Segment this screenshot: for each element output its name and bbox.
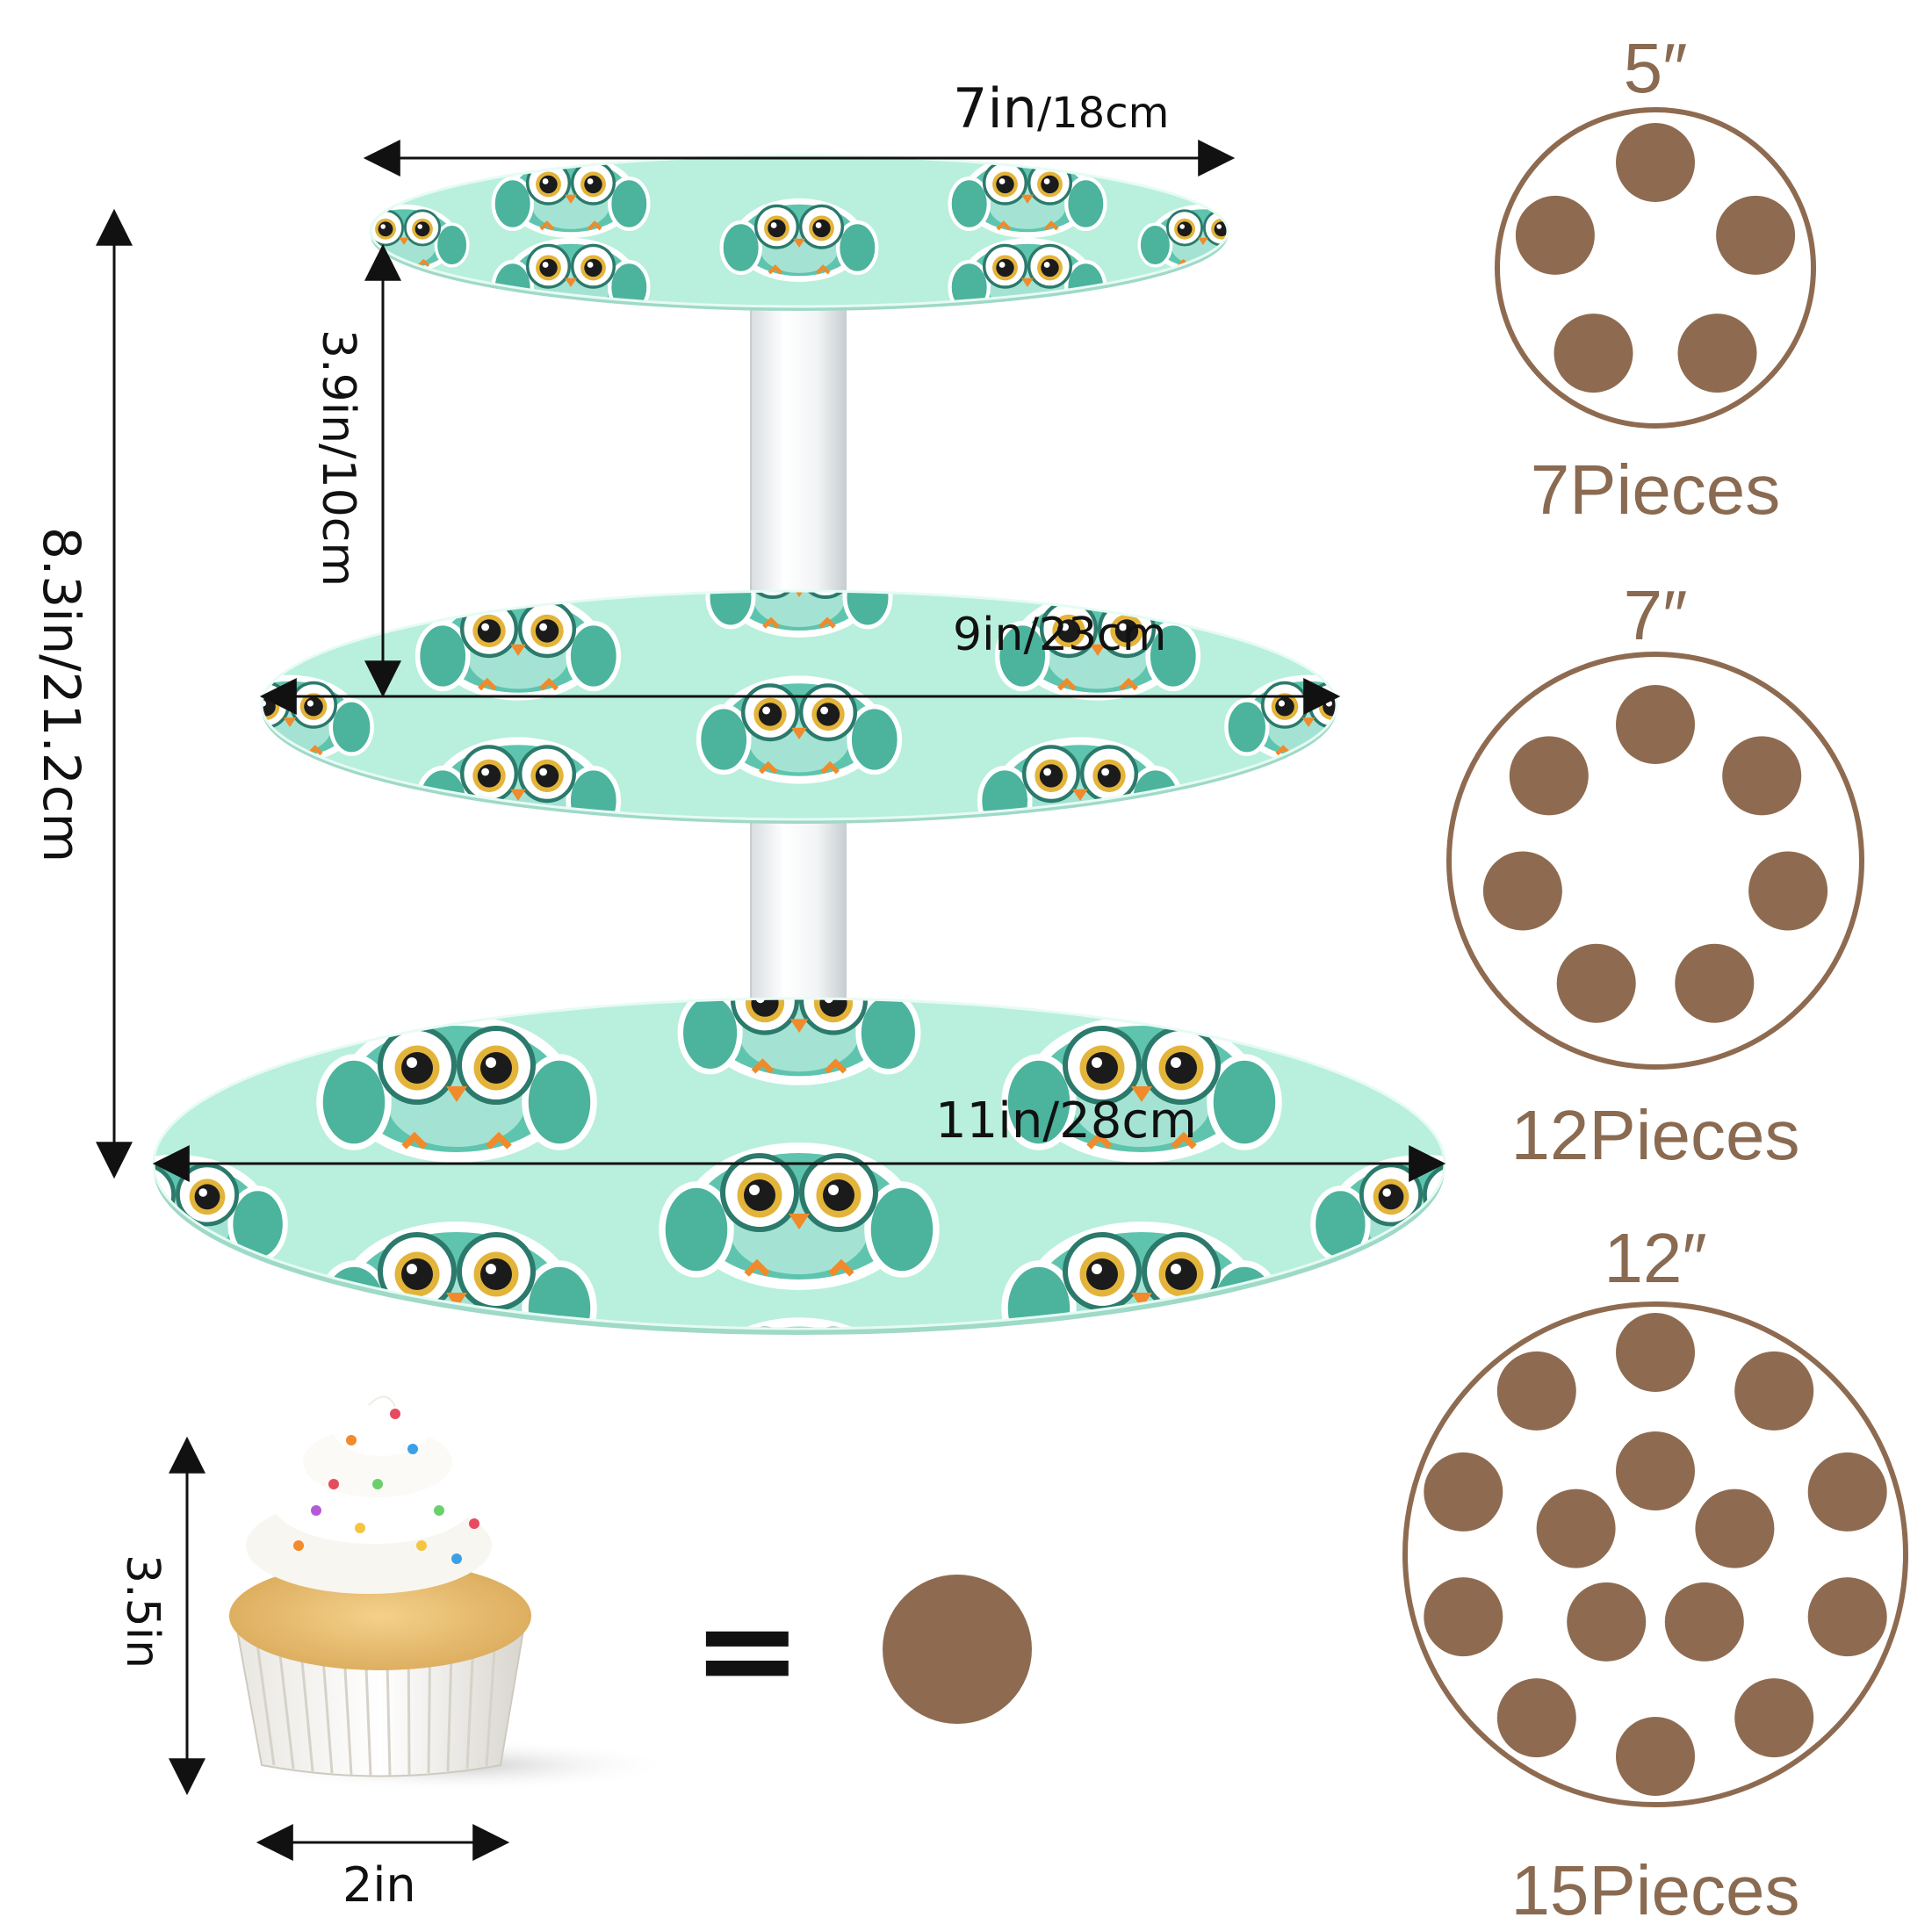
cupcake-position-dot (1748, 851, 1828, 931)
top-width-label: 7in/18cm (953, 76, 1169, 141)
tier-size-label: 7″ (1624, 576, 1688, 654)
bottom-tier-plate (152, 997, 1446, 1335)
cupcake-image (229, 1395, 676, 1791)
cupcake-position-dot (1424, 1577, 1503, 1657)
total-height-label: 8.3in/21.2cm (32, 527, 91, 862)
cupcake-position-dot (1807, 1452, 1887, 1532)
cupcake-position-dot (1509, 736, 1589, 816)
cupcake-position-dot (1482, 851, 1562, 931)
cupcake-position-dot (1616, 1313, 1695, 1392)
cupcake-position-dot (1716, 195, 1796, 275)
tier-capacity-5: 5″ 7Pieces (1495, 29, 1816, 529)
bottom-width-label: 11in/28cm (935, 1092, 1197, 1150)
tier-gap-label: 3.9in/10cm (312, 329, 364, 587)
cupcake-position-dot (1722, 736, 1802, 816)
tier-pieces-label: 12Pieces (1510, 1096, 1799, 1174)
tier-ring (1495, 107, 1816, 429)
cupcake-dot (883, 1575, 1032, 1724)
cupcake-position-dot (1675, 943, 1755, 1023)
cupcake-position-dot (1496, 1351, 1576, 1431)
tier-size-label: 5″ (1624, 29, 1688, 107)
cupcake-position-dot (1567, 1582, 1647, 1662)
tier-pieces-label: 15Pieces (1510, 1851, 1799, 1929)
cupcake-position-dot (1515, 195, 1595, 275)
cupcake-position-dot (1616, 1717, 1695, 1796)
cupcake-position-dot (1734, 1678, 1814, 1758)
cupcake-position-dot (1536, 1489, 1616, 1568)
tier-size-label: 12″ (1604, 1219, 1706, 1297)
cupcake-position-dot (1616, 123, 1695, 202)
cupcake-position-dot (1496, 1678, 1576, 1758)
cupcake-position-dot (1556, 943, 1636, 1023)
tier-ring (1446, 652, 1864, 1070)
cupcake-width-label: 2in (342, 1857, 416, 1913)
cupcake-position-dot (1734, 1351, 1814, 1431)
equals-sign: = (692, 1574, 803, 1727)
cupcake-position-dot (1424, 1452, 1503, 1532)
cupcake-position-dot (1807, 1577, 1887, 1657)
tier-ring (1402, 1301, 1908, 1807)
tier-capacity-12: 12″ 15Pieces (1402, 1219, 1908, 1929)
tier-pieces-label: 7Pieces (1531, 451, 1781, 529)
cupcake-position-dot (1677, 314, 1757, 393)
cupcake-height-label: 3.5in (116, 1554, 169, 1669)
cupcake-position-dot (1616, 685, 1695, 764)
cupcake-position-dot (1664, 1582, 1744, 1662)
cupcake-position-dot (1554, 314, 1633, 393)
cupcake-position-dot (1616, 1431, 1695, 1510)
middle-width-label: 9in/23cm (953, 609, 1166, 661)
cupcake-position-dot (1695, 1489, 1775, 1568)
top-tier-plate (369, 154, 1229, 311)
tier-capacity-7: 7″ 12Pieces (1446, 576, 1864, 1174)
